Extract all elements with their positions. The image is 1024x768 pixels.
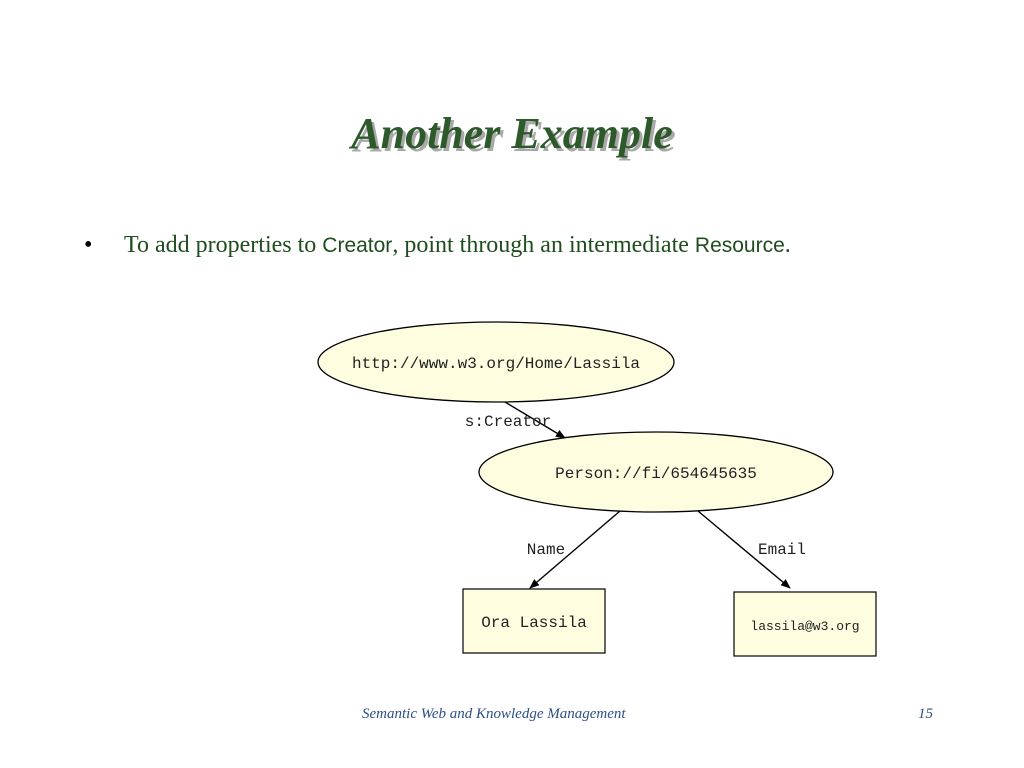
bullet-text-middle: , point through an intermediate (392, 232, 695, 258)
bullet-text-end: . (784, 232, 791, 258)
bullet-item: • To add properties to Creator, point thr… (84, 230, 984, 261)
node-name-value-box (462, 588, 606, 654)
bullet-term-creator: Creator (322, 234, 393, 257)
node-email-value-box (733, 591, 877, 657)
edge-name-arrow (529, 510, 621, 589)
edge-email-label: Email (758, 541, 806, 559)
slide-title: Another Example (351, 109, 673, 158)
footer-course: Semantic Web and Knowledge Management (362, 706, 626, 722)
node-source-label: http://www.w3.org/Home/Lassila (352, 355, 640, 373)
bullet-term-resource: Resource (694, 234, 785, 257)
edge-name-label: Name (527, 541, 565, 559)
bullet-text-before: To add properties to (124, 232, 323, 258)
node-person-label: Person://fi/654645635 (555, 465, 757, 483)
bullet-marker: • (84, 232, 93, 258)
edge-email-arrow (697, 510, 791, 589)
edge-creator-label: s:Creator (465, 413, 551, 431)
edge-creator-arrow (504, 401, 566, 439)
footer-page-number: 15 (918, 706, 933, 722)
node-email-value-label: lassila@w3.org (750, 619, 859, 634)
node-person-ellipse (478, 431, 834, 513)
node-source-ellipse (317, 321, 675, 403)
node-name-value-label: Ora Lassila (481, 614, 587, 632)
